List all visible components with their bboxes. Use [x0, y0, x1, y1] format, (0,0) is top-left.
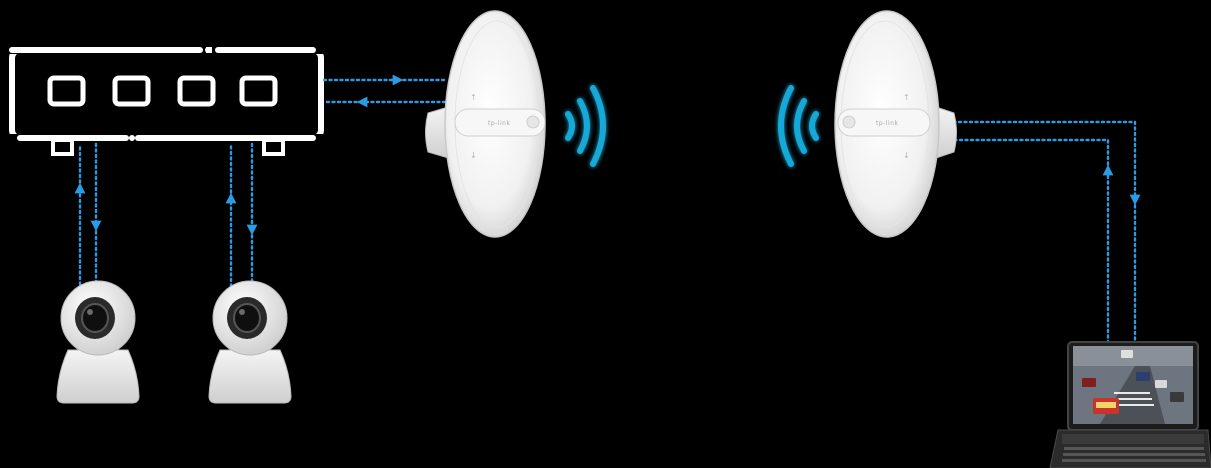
svg-text:↓: ↓ [470, 151, 477, 160]
cpe-brand-label: tp-link [876, 120, 898, 127]
wifi-signal-icon [568, 88, 603, 164]
dish-antenna-icon: tp-link ↑ ↓ [835, 11, 957, 237]
switch-foot-right [264, 140, 283, 154]
switch-port-3 [180, 78, 213, 104]
svg-text:↑: ↑ [903, 93, 910, 102]
switch-port-2 [115, 78, 148, 104]
switch-icon [10, 42, 325, 154]
wifi-signal-icon [781, 88, 816, 164]
switch-port-1 [50, 78, 83, 104]
svg-text:↓: ↓ [903, 151, 910, 160]
switch-foot-left [53, 140, 72, 154]
switch-port-4 [242, 78, 275, 104]
svg-text:↑: ↑ [470, 93, 477, 102]
dish-antenna-icon: tp-link ↑ ↓ [426, 11, 546, 237]
laptop-icon [1050, 342, 1211, 468]
camera-icon [209, 281, 291, 403]
laptop-screen [1073, 346, 1193, 424]
cpe-brand-label: tp-link [488, 120, 510, 127]
camera-icon [57, 281, 139, 403]
link-laptop-to-cpe-tail [948, 140, 1108, 170]
